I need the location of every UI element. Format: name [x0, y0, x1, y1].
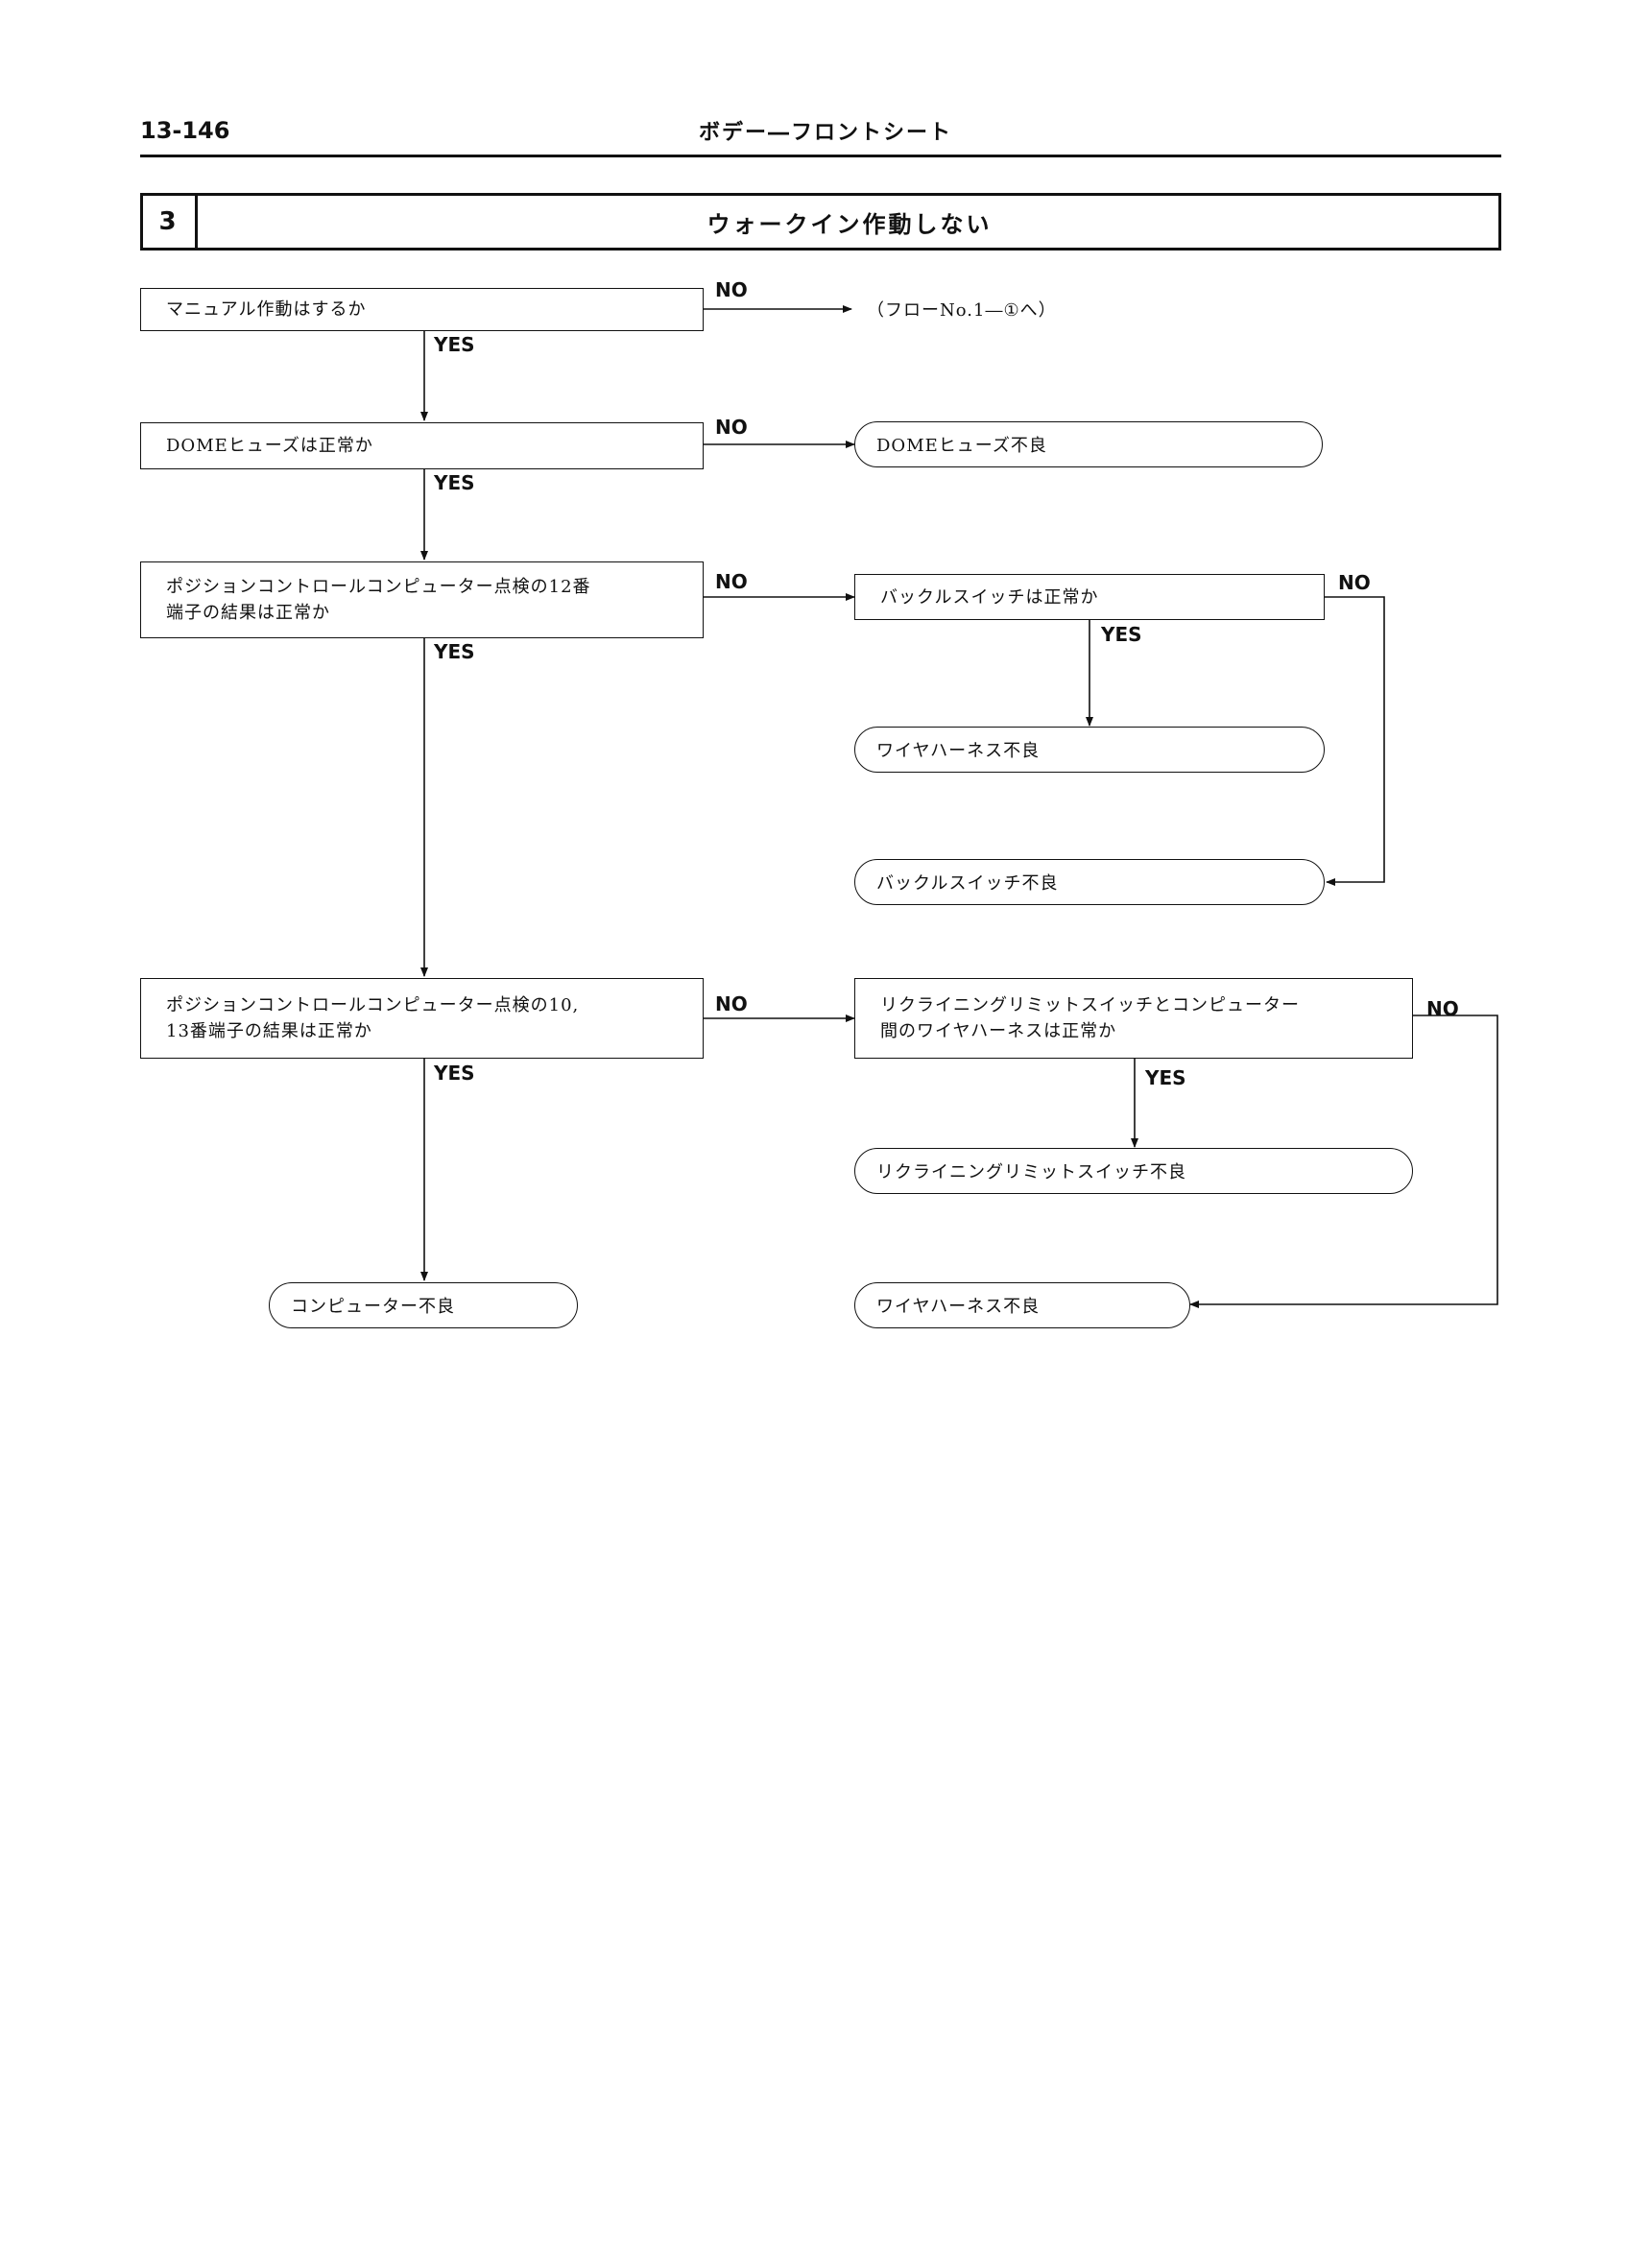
page-number: 13-146: [140, 117, 230, 144]
question-buckle-switch: バックルスイッチは正常か: [854, 574, 1325, 620]
no-label: NO: [715, 416, 748, 439]
no-label: NO: [715, 570, 748, 593]
question-text-line1: ポジションコントロールコンピューター点検の12番: [166, 577, 591, 597]
result-dome-fuse-faulty: DOMEヒューズ不良: [854, 421, 1323, 467]
result-text: ワイヤハーネス不良: [876, 741, 1041, 761]
question-text: マニュアル作動はするか: [166, 299, 367, 320]
no-label: NO: [715, 992, 748, 1015]
question-text-line1: リクライニングリミットスイッチとコンピューター: [880, 995, 1300, 1015]
page-title: ボデー―フロントシート: [698, 121, 952, 145]
result-text: リクライニングリミットスイッチ不良: [876, 1162, 1186, 1182]
section-title: ウォークイン作動しない: [706, 210, 993, 238]
result-text: ワイヤハーネス不良: [876, 1297, 1041, 1317]
result-text: DOMEヒューズ不良: [876, 436, 1047, 456]
yes-label: YES: [434, 1062, 475, 1085]
no-label: NO: [715, 278, 748, 301]
question-manual-operation: マニュアル作動はするか: [140, 288, 704, 331]
yes-label: YES: [434, 640, 475, 663]
question-dome-fuse: DOMEヒューズは正常か: [140, 422, 704, 469]
result-computer-faulty: コンピューター不良: [269, 1282, 578, 1328]
no-label: NO: [1338, 571, 1371, 594]
question-text-line2: 間のワイヤハーネスは正常か: [880, 1021, 1117, 1041]
result-buckle-switch-faulty: バックルスイッチ不良: [854, 859, 1325, 905]
question-terminal-10-13: ポジションコントロールコンピューター点検の10, 13番端子の結果は正常か: [140, 978, 704, 1059]
no-label: NO: [1426, 997, 1459, 1020]
question-text-line2: 端子の結果は正常か: [166, 603, 330, 623]
yes-label: YES: [1101, 623, 1142, 646]
question-text-line2: 13番端子の結果は正常か: [166, 1021, 372, 1041]
yes-label: YES: [434, 471, 475, 494]
result-recline-limit-switch-faulty: リクライニングリミットスイッチ不良: [854, 1148, 1413, 1194]
result-text: コンピューター不良: [291, 1297, 455, 1317]
header-divider: [140, 155, 1501, 157]
result-wire-harness-faulty-2: ワイヤハーネス不良: [854, 1282, 1190, 1328]
question-text-line1: ポジションコントロールコンピューター点検の10,: [166, 995, 580, 1015]
result-text: バックルスイッチ不良: [876, 873, 1059, 894]
question-recline-harness: リクライニングリミットスイッチとコンピューター 間のワイヤハーネスは正常か: [854, 978, 1413, 1059]
yes-label: YES: [434, 333, 475, 356]
section-heading-frame: [140, 193, 1501, 251]
question-terminal-12: ポジションコントロールコンピューター点検の12番 端子の結果は正常か: [140, 561, 704, 638]
yes-label: YES: [1145, 1066, 1186, 1089]
result-wire-harness-faulty: ワイヤハーネス不良: [854, 727, 1325, 773]
question-text: DOMEヒューズは正常か: [166, 436, 373, 456]
question-text: バックルスイッチは正常か: [880, 586, 1099, 608]
section-number: 3: [140, 193, 198, 251]
flow-reference: （フローNo.1―①へ）: [867, 300, 1057, 321]
